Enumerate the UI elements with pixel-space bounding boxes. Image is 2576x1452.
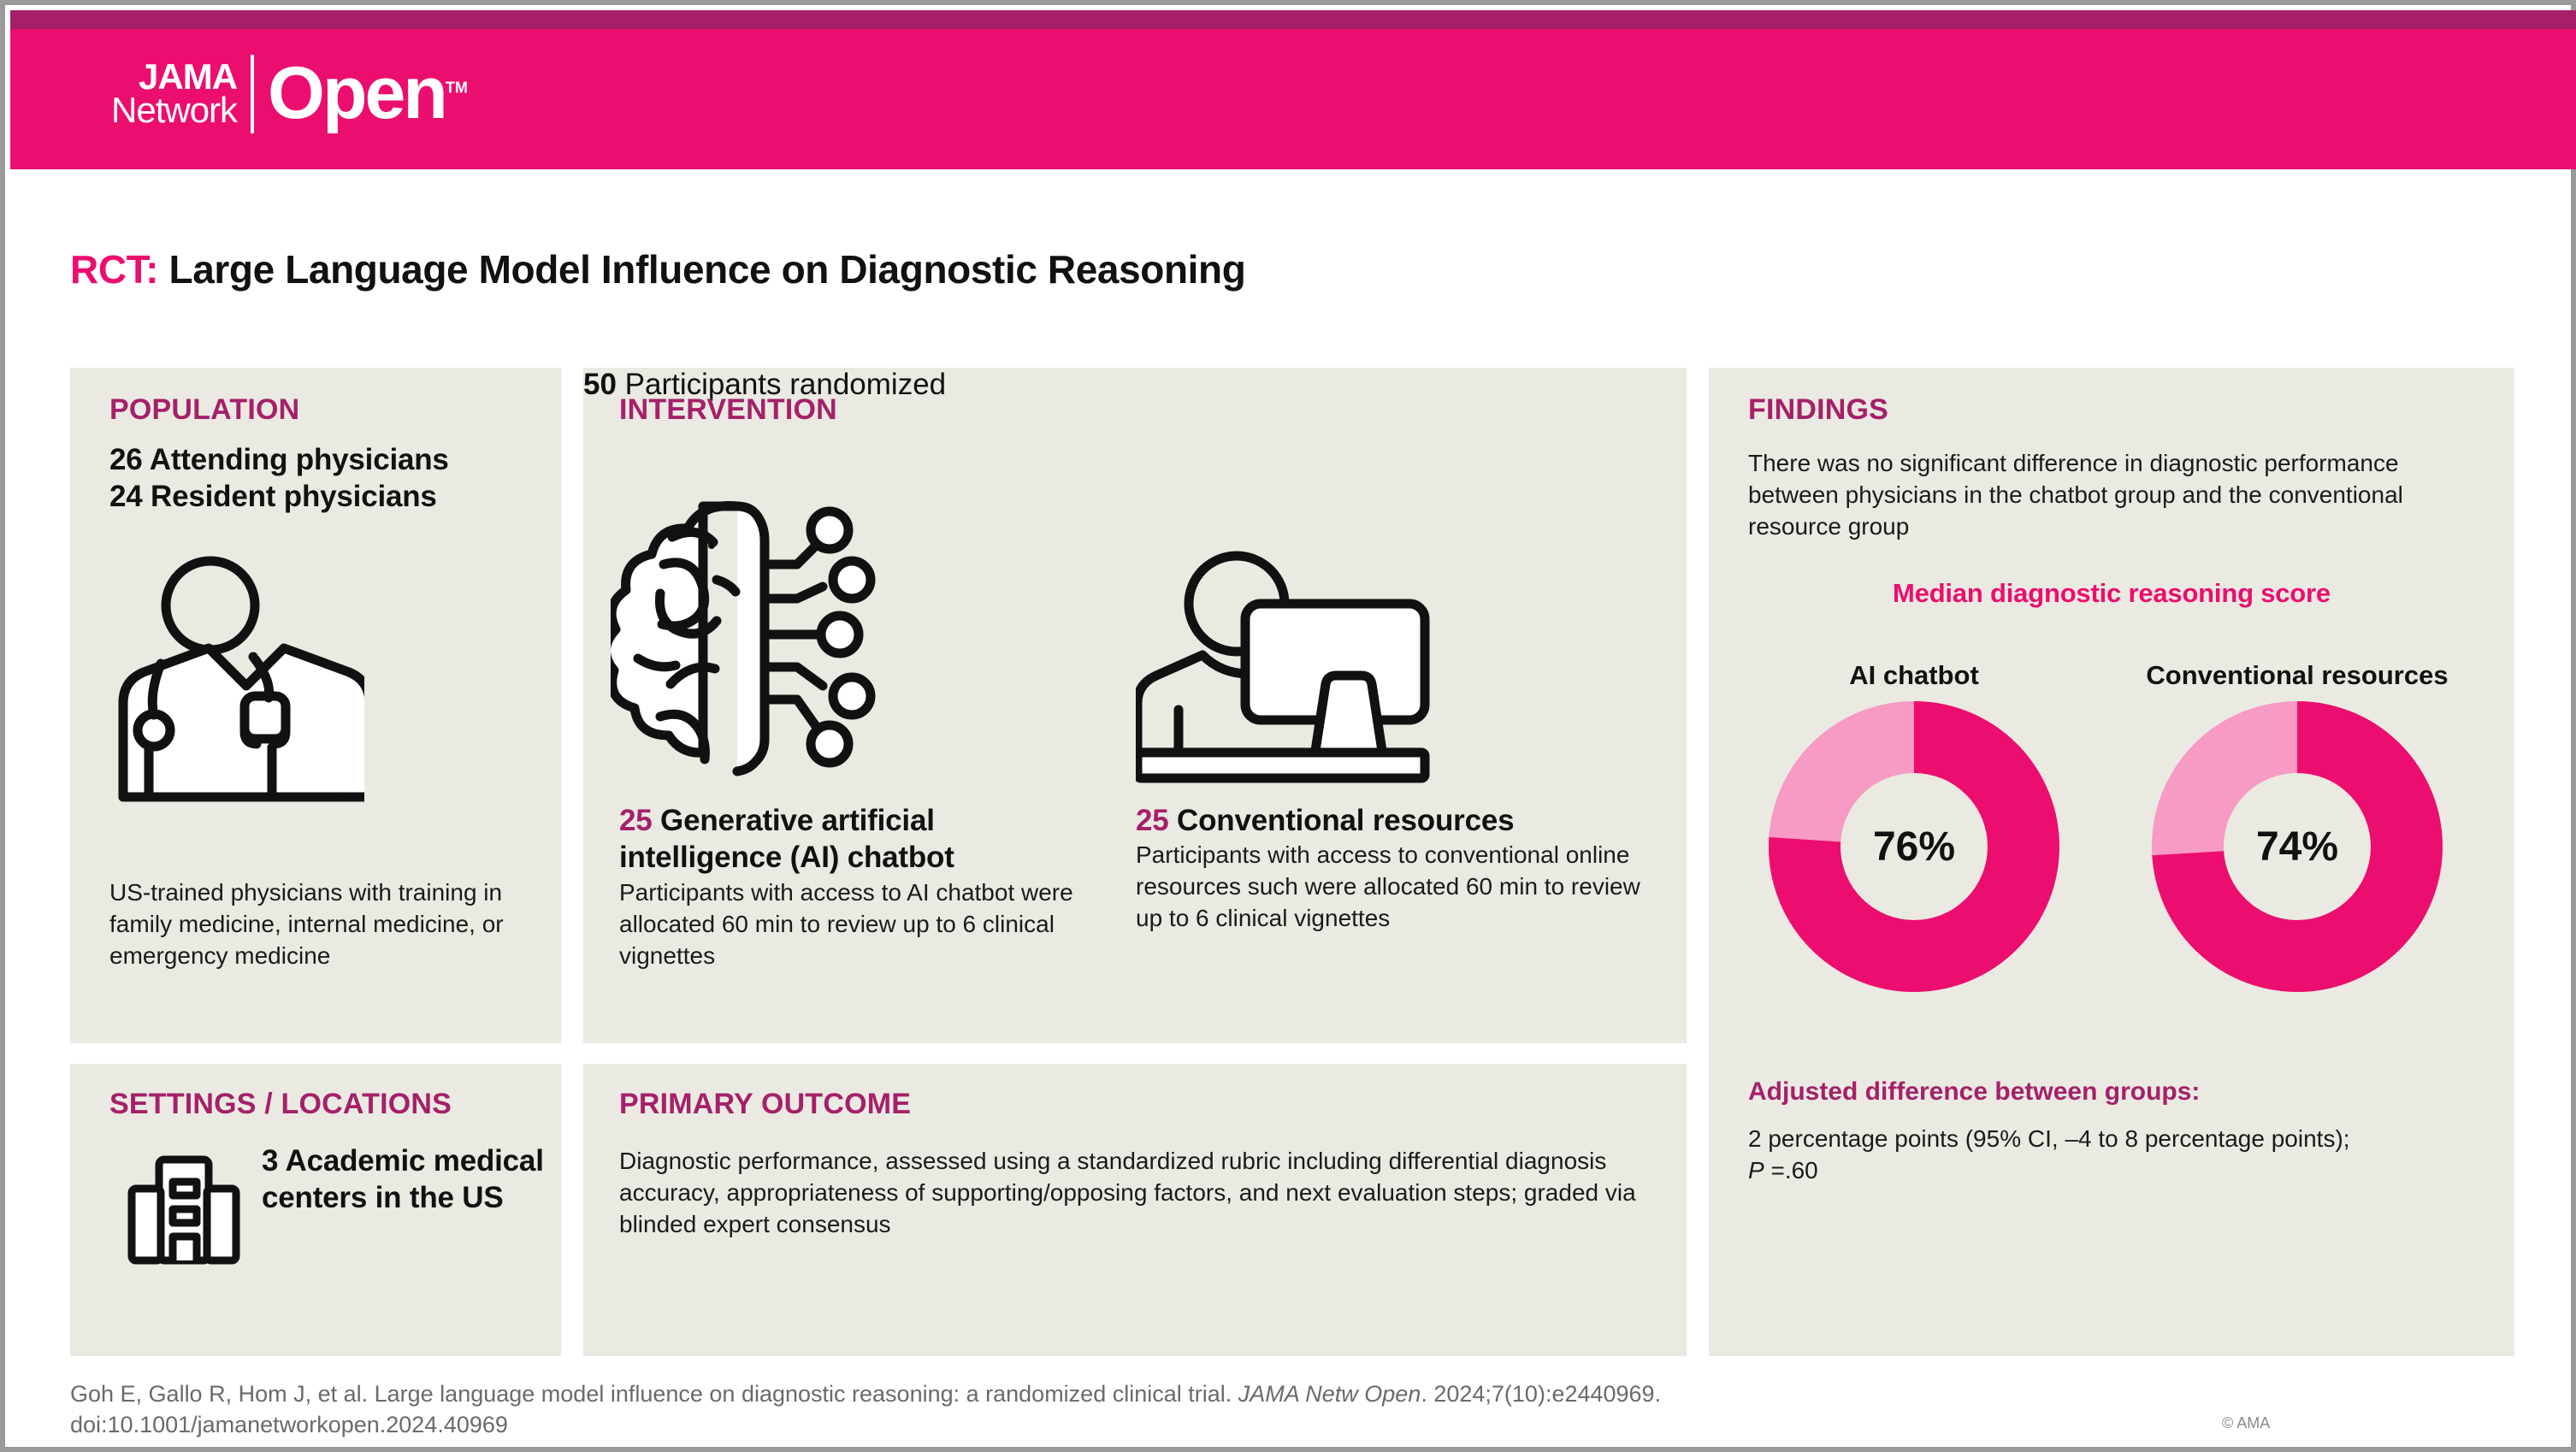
- intervention-arm-1-count: 25: [619, 804, 653, 837]
- citation-line: Goh E, Gallo R, Hom J, et al. Large lang…: [70, 1378, 1977, 1409]
- donut-chart-conventional: Conventional resources 74%: [2118, 626, 2477, 994]
- donut-svg-ai-chatbot: [1769, 701, 2059, 992]
- donut-chart-ai-chatbot: AI chatbot 76%: [1734, 626, 2094, 994]
- brand-header: JAMA Network OpenTM: [10, 10, 2576, 169]
- intervention-randomized-line: 50 Participants randomized: [583, 368, 1687, 402]
- donut-value-ai-chatbot: 76%: [1872, 823, 1956, 870]
- intervention-arm-2-label: Conventional resources: [1168, 804, 1515, 837]
- population-resident-count: 24: [109, 480, 143, 514]
- findings-body: There was no significant difference in d…: [1748, 450, 2403, 540]
- citation-authors-title: Goh E, Gallo R, Hom J, et al. Large lang…: [70, 1381, 1238, 1407]
- population-footnote: US-trained physicians with training in f…: [109, 879, 504, 969]
- adjusted-difference-heading: Adjusted difference between groups:: [1748, 1077, 2201, 1106]
- logo-line-network: Network: [111, 90, 238, 130]
- intervention-arm-2-body: Participants with access to conventional…: [1136, 841, 1640, 931]
- chart-title: Median diagnostic reasoning score: [1893, 578, 2331, 608]
- citation-doi: doi:10.1001/jamanetworkopen.2024.40969: [70, 1412, 508, 1438]
- brain-circuit-icon: [601, 498, 893, 780]
- intervention-panel: INTERVENTION 50 Participants randomized: [583, 368, 1687, 1043]
- jama-network-wordmark: JAMA Network: [111, 56, 238, 130]
- findings-heading: FINDINGS: [1748, 393, 1889, 426]
- adjusted-difference-body: 2 percentage points (95% CI, –4 to 8 per…: [1748, 1124, 2484, 1187]
- donut-holder-ai-chatbot: 76%: [1734, 699, 2094, 994]
- p-symbol: P: [1748, 1156, 1764, 1183]
- citation-journal: JAMA Netw Open: [1238, 1381, 1421, 1407]
- outcome-heading: PRIMARY OUTCOME: [619, 1088, 912, 1120]
- hospital-building-icon: [125, 1148, 245, 1267]
- logo-divider: [251, 55, 255, 133]
- outcome-body: Diagnostic performance, assessed using a…: [619, 1148, 1636, 1237]
- copyright-notice: © AMA: [2222, 1414, 2271, 1431]
- population-resident-line: 24 Resident physicians: [109, 478, 554, 515]
- adjusted-difference-value: 2 percentage points (95% CI, –4 to 8 per…: [1748, 1125, 2350, 1152]
- physician-stethoscope-icon: [108, 552, 375, 809]
- population-panel: POPULATION 26 Attending physicians 24 Re…: [70, 368, 561, 1043]
- population-attending-line: 26 Attending physicians: [109, 441, 554, 478]
- intervention-arm-1-body: Participants with access to AI chatbot w…: [619, 879, 1073, 969]
- intervention-arm-1-title: 25 Generative artificial intelligence (A…: [619, 802, 1098, 877]
- intervention-randomized-label: Participants randomized: [616, 368, 947, 401]
- citation-volume: . 2024;7(10):e2440969.: [1421, 1381, 1662, 1407]
- person-at-computer-icon: [1132, 539, 1478, 795]
- donut-label-conventional: Conventional resources: [2146, 660, 2449, 691]
- settings-locations-panel: SETTINGS / LOCATIONS 3 Academic medical …: [70, 1064, 561, 1356]
- citation-footer: Goh E, Gallo R, Hom J, et al. Large lang…: [70, 1378, 1977, 1441]
- population-heading: POPULATION: [109, 393, 300, 426]
- intervention-arm-1-label: Generative artificial intelligence (AI) …: [619, 804, 954, 875]
- logo-open-text: Open: [268, 52, 448, 135]
- settings-text: 3 Academic medical centers in the US: [262, 1144, 544, 1215]
- logo-open-wordmark: OpenTM: [268, 56, 468, 130]
- settings-heading: SETTINGS / LOCATIONS: [109, 1088, 452, 1120]
- intervention-arm-2-title: 25 Conventional resources: [1136, 802, 1649, 839]
- intervention-arm-2-count: 25: [1136, 804, 1169, 837]
- donut-holder-conventional: 74%: [2118, 699, 2477, 994]
- logo-line-jama: JAMA: [139, 56, 238, 97]
- page-title: RCT: Large Language Model Influence on D…: [70, 246, 1246, 292]
- donut-value-conventional: 74%: [2255, 823, 2339, 870]
- title-rct-prefix: RCT:: [70, 247, 159, 292]
- donut-label-ai-chatbot: AI chatbot: [1849, 660, 1979, 691]
- header-top-stripe: [10, 10, 2576, 29]
- title-main-text: Large Language Model Influence on Diagno…: [158, 247, 1246, 292]
- population-attending-count: 26: [109, 443, 143, 476]
- population-counts: 26 Attending physicians 24 Resident phys…: [109, 441, 554, 516]
- p-value: =.60: [1764, 1156, 1818, 1183]
- findings-panel: FINDINGS There was no significant differ…: [1709, 368, 2514, 1356]
- population-resident-label: Resident physicians: [142, 480, 437, 514]
- logo-trademark: TM: [445, 79, 468, 97]
- jama-network-open-logo: JAMA Network OpenTM: [111, 55, 468, 133]
- primary-outcome-panel: PRIMARY OUTCOME Diagnostic performance, …: [583, 1064, 1687, 1356]
- population-attending-label: Attending physicians: [142, 443, 449, 476]
- donut-svg-conventional: [2152, 701, 2443, 992]
- adjusted-difference-pvalue: P =.60: [1748, 1155, 2484, 1187]
- intervention-heading: INTERVENTION: [619, 393, 837, 426]
- intervention-randomized-count: 50: [583, 368, 617, 401]
